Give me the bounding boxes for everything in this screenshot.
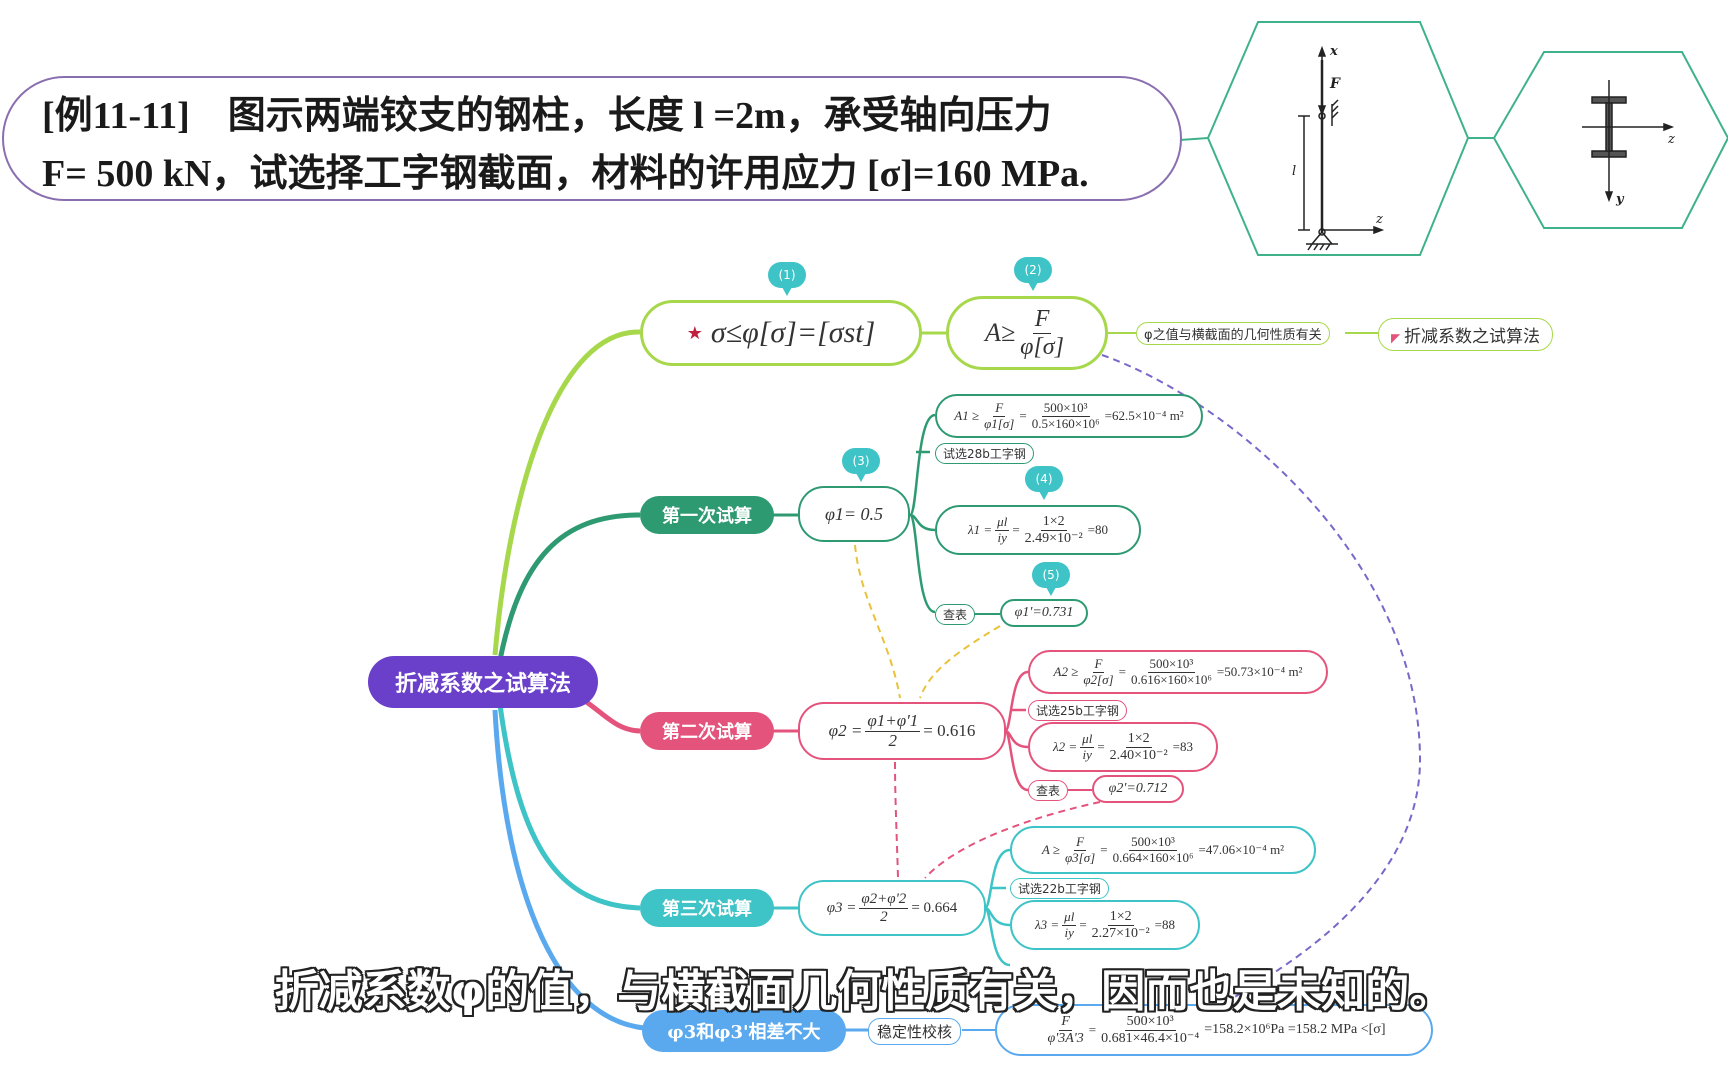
i-beam-section [1582,80,1675,203]
area-condition-lhs: A≥ [985,318,1016,347]
bubble-2: (2) [1014,257,1052,291]
length-label: l [1292,164,1297,179]
trial-1-phi-prime[interactable]: φ1'=0.731 [1000,599,1088,627]
flag-icon: ◤ [1391,331,1405,345]
branch-trial1 [497,512,641,661]
central-topic[interactable]: 折减系数之试算法 [368,656,598,708]
problem-line-1: [例11-11] 图示两端铰支的钢柱，长度 l =2m，承受轴向压力 [42,95,1052,137]
video-subtitle: 折减系数φ的值，与横截面几何性质有关，因而也是未知的。 [274,966,1454,1017]
trial-1-phi[interactable]: φ1= 0.5 [798,486,910,542]
force-label: F [1330,76,1340,92]
area-condition-num: F [1032,306,1052,334]
stability-condition-node[interactable]: ★ σ≤φ[σ]=[σst] [640,300,922,366]
hexagon-column-figure [1206,21,1470,256]
branch-final [492,709,646,1031]
stability-check-tag: 稳定性校核 [868,1018,962,1045]
trial-3-topic[interactable]: 第三次试算 [640,889,774,927]
trial-1-choice: 试选28b工字钢 [935,443,1034,464]
problem-statement-box [2,76,1182,201]
method-link[interactable]: ◤ 折减系数之试算法 [1378,318,1554,351]
branch-trial3 [497,704,641,911]
trial-2-phi-prime[interactable]: φ2'=0.712 [1092,775,1184,803]
method-link-label: 折减系数之试算法 [1404,327,1541,347]
trial-1-lookup: 查表 [935,604,976,625]
bubble-1: (1) [768,262,806,296]
phi-geometry-note: φ之值与横截面的几何性质有关 [1136,322,1330,345]
axis-x-label: x [1330,44,1338,59]
problem-line-2: F= 500 kN，试选择工字钢截面，材料的许用应力 [σ]=160 MPa. [42,153,1089,195]
section-z-label: z [1668,132,1675,147]
trial-2-lookup: 查表 [1028,780,1069,801]
trial-2-topic[interactable]: 第二次试算 [640,712,774,750]
trial-3-choice: 试选22b工字钢 [1010,878,1109,899]
bubble-5: (5) [1032,562,1070,596]
star-icon: ★ [686,322,703,343]
stability-condition-formula: σ≤φ[σ]=[σst] [710,316,876,349]
trial-2-choice: 试选25b工字钢 [1028,700,1127,721]
bubble-3: (3) [842,448,880,482]
trial-1-topic[interactable]: 第一次试算 [640,496,774,534]
bubble-4: (4) [1025,466,1063,500]
branch-top [492,329,641,656]
column-figure [1298,45,1385,251]
conclusion-topic[interactable]: φ3和φ3'相差不大 [642,1010,846,1052]
axis-z-label: z [1376,212,1383,227]
section-y-label: y [1616,192,1624,207]
area-condition-den: φ[σ] [1020,333,1064,360]
